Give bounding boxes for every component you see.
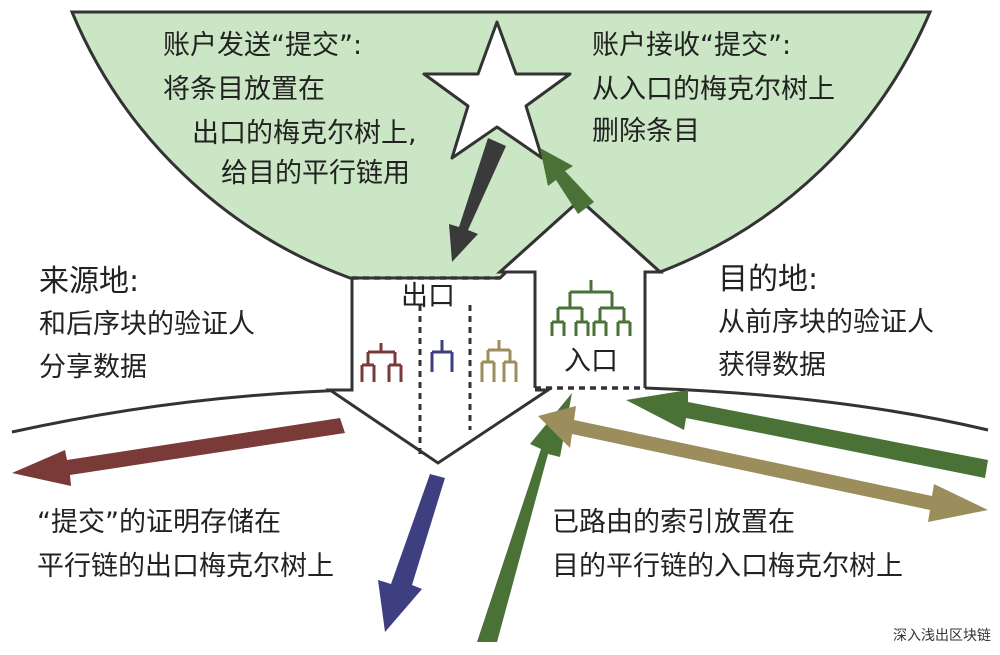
ingress-label: 入口 xyxy=(564,346,618,377)
egress-box xyxy=(325,278,553,465)
destination-title: 目的地: xyxy=(718,262,818,297)
proof-note-line-2: 平行链的出口梅克尔树上 xyxy=(37,551,334,582)
account-receive-line-2: 从入口的梅克尔树上 xyxy=(592,74,835,105)
tan-arrow xyxy=(538,406,988,522)
account-receive-line-3: 删除条目 xyxy=(592,116,700,147)
routed-note-line-2: 目的平行链的入口梅克尔树上 xyxy=(552,551,903,582)
star-icon xyxy=(422,20,572,160)
maroon-arrow xyxy=(12,418,345,486)
destination-line-2: 获得数据 xyxy=(718,350,826,381)
account-send-line-2: 将条目放置在 xyxy=(163,74,325,105)
left-arc xyxy=(11,388,353,434)
account-receive-line-1: 账户接收“提交”: xyxy=(592,30,791,61)
account-send-line-4: 给目的平行链用 xyxy=(221,158,410,189)
proof-note-line-1: “提交”的证明存储在 xyxy=(37,507,281,538)
source-line-1: 和后序块的验证人 xyxy=(39,309,255,340)
maroon-merkle-tree-icon xyxy=(360,343,403,382)
watermark: 深入浅出区块链 xyxy=(893,628,991,644)
ingress-box-fill xyxy=(500,200,660,388)
account-send-line-3: 出口的梅克尔树上, xyxy=(192,118,417,149)
tan-merkle-tree-icon xyxy=(480,340,518,382)
dark-arrow xyxy=(449,138,506,262)
right-arc xyxy=(644,386,989,432)
navy-arrow xyxy=(378,474,445,632)
egress-label: 出口 xyxy=(401,281,455,312)
green-arrow-up xyxy=(540,148,594,214)
routed-note-line-1: 已路由的索引放置在 xyxy=(552,507,795,538)
account-send-line-1: 账户发送“提交”: xyxy=(163,30,362,61)
destination-line-1: 从前序块的验证人 xyxy=(718,307,934,338)
green-arrow-right xyxy=(626,390,988,478)
source-line-2: 分享数据 xyxy=(39,352,147,383)
green-merkle-tree-icon xyxy=(550,280,632,336)
source-title: 来源地: xyxy=(39,264,139,299)
navy-merkle-tree-icon xyxy=(430,340,454,372)
green-arrow-ingress xyxy=(477,393,572,642)
